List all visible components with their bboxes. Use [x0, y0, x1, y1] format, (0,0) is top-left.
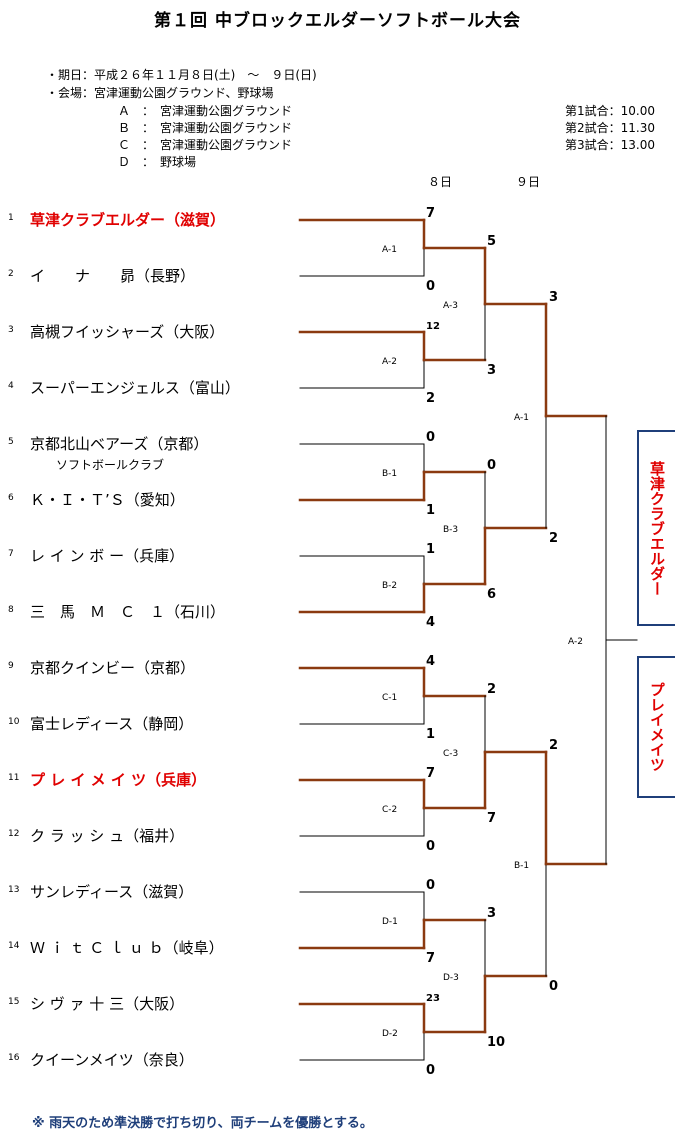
- match-label: C-2: [382, 805, 397, 815]
- match-label: A-2: [382, 357, 397, 367]
- time-slot-3: 第3試合：13.00: [565, 138, 655, 152]
- score-label: 1: [426, 503, 435, 518]
- field-a: Ａ ： 宮津運動公園グラウンド: [118, 104, 293, 118]
- champion-box-2: プレイメイツ: [637, 656, 675, 798]
- match-label: C-3: [443, 749, 458, 759]
- time-slot-2: 第2試合：11.30: [565, 121, 655, 135]
- score-label: 10: [487, 1035, 505, 1050]
- score-label: 1: [426, 542, 435, 557]
- score-label: 7: [487, 811, 496, 826]
- score-label: 7: [426, 206, 435, 221]
- team-seed: 10: [8, 717, 20, 727]
- event-venue: ・会場：宮津運動公園グラウンド、野球場: [46, 86, 274, 100]
- score-label: 5: [487, 234, 496, 249]
- score-label: 7: [426, 951, 435, 966]
- team-seed: 12: [8, 829, 20, 839]
- score-label: 0: [487, 458, 496, 473]
- score-label: 2: [549, 738, 558, 753]
- match-label: C-1: [382, 693, 397, 703]
- match-label: B-3: [443, 525, 458, 535]
- team-name: ク ラ ッ シ ュ（福井）: [30, 827, 185, 845]
- team-name: イ ナ 昴（長野）: [30, 267, 196, 285]
- score-label: 0: [426, 430, 435, 445]
- team-name: 京都クインビー（京都）: [30, 659, 196, 677]
- score-label: 1: [426, 727, 435, 742]
- score-label: 7: [426, 766, 435, 781]
- team-seed: 6: [8, 493, 14, 503]
- team-seed: 7: [8, 549, 14, 559]
- day-label-2: ９日: [516, 175, 541, 189]
- team-name-sub: ソフトボールクラブ: [56, 458, 165, 472]
- team-seed: 14: [8, 941, 20, 951]
- score-label: 23: [426, 993, 440, 1004]
- match-label: B-1: [382, 469, 397, 479]
- team-seed: 5: [8, 437, 14, 447]
- score-label: 0: [426, 839, 435, 854]
- team-seed: 13: [8, 885, 20, 895]
- team-name: 富士レディース（静岡）: [30, 715, 194, 733]
- score-label: 0: [426, 878, 435, 893]
- match-label: D-2: [382, 1029, 398, 1039]
- team-name: スーパーエンジェルス（富山）: [30, 379, 240, 397]
- match-label: A-2: [568, 637, 583, 647]
- match-label: A-1: [382, 245, 397, 255]
- team-seed: 9: [8, 661, 14, 671]
- match-label: A-3: [443, 301, 458, 311]
- score-label: 4: [426, 654, 435, 669]
- score-label: 2: [426, 391, 435, 406]
- team-seed: 2: [8, 269, 14, 279]
- team-name: プ レ イ メ イ ツ（兵庫）: [30, 771, 207, 789]
- score-label: 0: [426, 1063, 435, 1078]
- champion-box-1: 草津クラブエルダー: [637, 430, 675, 626]
- team-seed: 4: [8, 381, 14, 391]
- team-name: 京都北山ベアーズ（京都）: [30, 435, 209, 453]
- score-label: 3: [549, 290, 558, 305]
- team-name: Ｋ・Ｉ・Ｔ’Ｓ（愛知）: [30, 491, 185, 509]
- match-label: A-1: [514, 413, 529, 423]
- score-label: 12: [426, 321, 440, 332]
- event-date: ・期日：平成２６年１１月８日(土) ～ ９日(日): [46, 68, 317, 82]
- team-seed: 11: [8, 773, 20, 783]
- team-name: 草津クラブエルダー（滋賀）: [30, 211, 226, 229]
- team-name: サンレディース（滋賀）: [30, 883, 194, 901]
- match-label: D-1: [382, 917, 398, 927]
- team-name: 三 馬 Ｍ Ｃ １（石川）: [30, 603, 226, 621]
- match-label: D-3: [443, 973, 459, 983]
- score-label: 2: [549, 531, 558, 546]
- team-seed: 16: [8, 1053, 20, 1063]
- score-label: 0: [549, 979, 558, 994]
- team-seed: 1: [8, 213, 14, 223]
- score-label: 3: [487, 906, 496, 921]
- score-label: 4: [426, 615, 435, 630]
- team-name: Ｗ ｉ ｔ Ｃ ｌ ｕ ｂ（岐阜）: [30, 939, 224, 957]
- score-label: 3: [487, 363, 496, 378]
- field-b: Ｂ ： 宮津運動公園グラウンド: [118, 121, 293, 135]
- team-seed: 15: [8, 997, 20, 1007]
- team-name: シ ヴ ァ 十 三（大阪）: [30, 995, 185, 1013]
- field-d: Ｄ ： 野球場: [118, 155, 197, 169]
- day-label-1: ８日: [428, 175, 453, 189]
- match-label: B-1: [514, 861, 529, 871]
- field-c: Ｃ ： 宮津運動公園グラウンド: [118, 138, 293, 152]
- score-label: 0: [426, 279, 435, 294]
- team-name: レ イ ン ボ ー（兵庫）: [30, 547, 185, 565]
- team-seed: 3: [8, 325, 14, 335]
- rain-note: ※ 雨天のため準決勝で打ち切り、両チームを優勝とする。: [32, 1116, 373, 1131]
- team-seed: 8: [8, 605, 14, 615]
- score-label: 6: [487, 587, 496, 602]
- team-name: クイーンメイツ（奈良）: [30, 1051, 194, 1069]
- score-label: 2: [487, 682, 496, 697]
- match-label: B-2: [382, 581, 397, 591]
- time-slot-1: 第1試合：10.00: [565, 104, 655, 118]
- page-title: 第１回 中ブロックエルダーソフトボール大会: [154, 11, 521, 31]
- team-name: 高槻フイッシャーズ（大阪）: [30, 323, 225, 341]
